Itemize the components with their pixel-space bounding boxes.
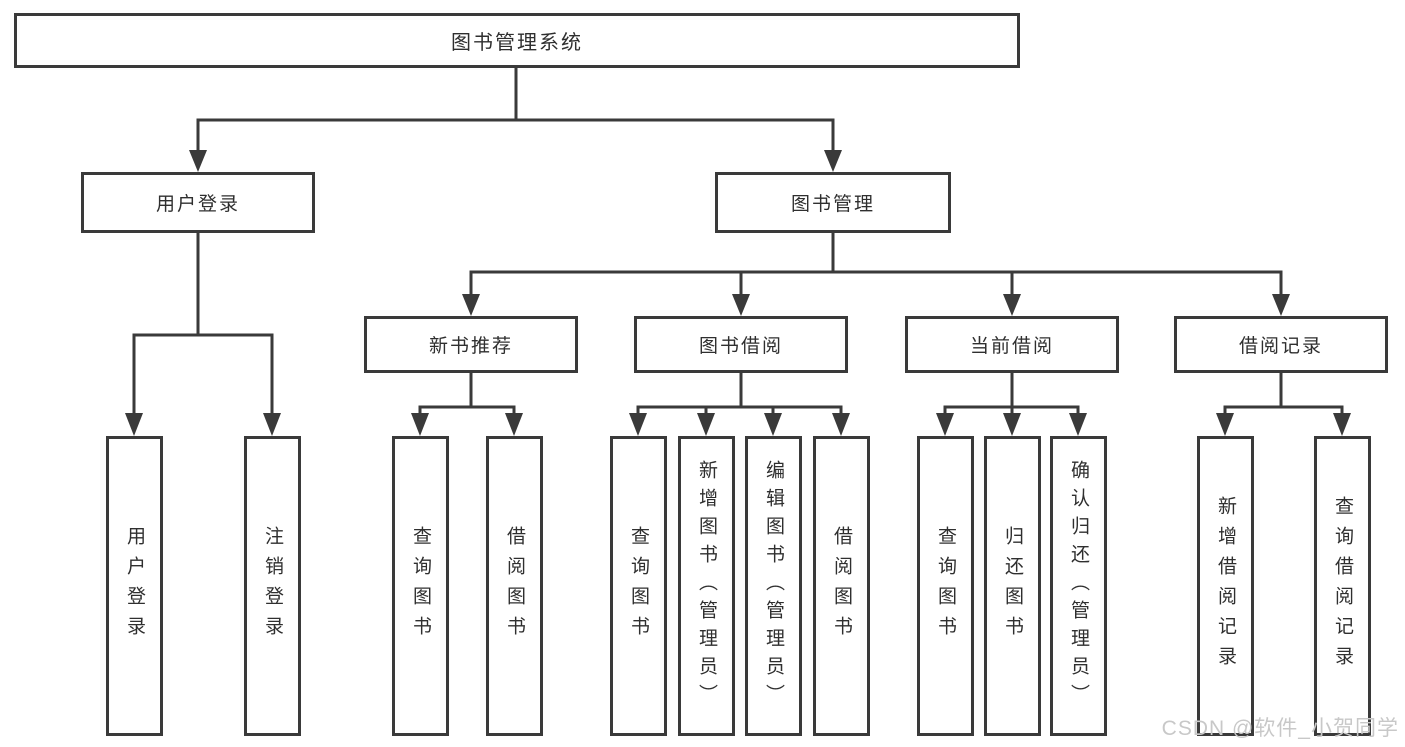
leaf-label: 查询图书 xyxy=(628,526,649,646)
arrowhead-icon xyxy=(764,413,782,436)
arrowhead-icon xyxy=(832,413,850,436)
leaf-user-login: 用户登录 xyxy=(106,436,163,736)
arrowhead-icon xyxy=(1069,413,1087,436)
node-book-management: 图书管理 xyxy=(715,172,951,233)
leaf-query-books-borrowing: 查询图书 xyxy=(610,436,667,736)
connector-new-book-recommendation-to-leaves xyxy=(411,373,523,436)
node-current-borrowing: 当前借阅 xyxy=(905,316,1119,373)
leaf-label: 借阅图书 xyxy=(831,526,852,646)
arrowhead-icon xyxy=(824,150,842,172)
arrowhead-icon xyxy=(629,413,647,436)
arrowhead-icon xyxy=(697,413,715,436)
node-label: 当前借阅 xyxy=(969,336,1054,357)
leaf-label: 借阅图书 xyxy=(504,526,525,646)
connector-user-login-to-leaves xyxy=(125,233,281,436)
node-label: 图书管理系统 xyxy=(451,32,583,54)
arrowhead-icon xyxy=(411,413,429,436)
leaf-edit-books-admin: 编辑图书（管理员） xyxy=(745,436,802,736)
leaf-logout: 注销登录 xyxy=(244,436,301,736)
arrowhead-icon xyxy=(936,413,954,436)
leaf-label: 确认归还（管理员） xyxy=(1068,460,1089,712)
arrowhead-icon xyxy=(1216,413,1234,436)
node-label: 用户登录 xyxy=(155,194,240,215)
connector-book-management-to-sections xyxy=(462,233,1290,316)
leaf-add-borrow-record: 新增借阅记录 xyxy=(1197,436,1254,736)
arrowhead-icon xyxy=(732,294,750,316)
node-label: 图书管理 xyxy=(790,194,875,215)
leaf-label: 查询借阅记录 xyxy=(1332,496,1353,676)
connector-book-borrowing-to-leaves xyxy=(629,373,850,436)
leaf-label: 归还图书 xyxy=(1002,526,1023,646)
node-new-book-recommendation: 新书推荐 xyxy=(364,316,578,373)
connector-current-borrowing-to-leaves xyxy=(936,373,1087,436)
leaf-borrow-books-recommendation: 借阅图书 xyxy=(486,436,543,736)
connector-line xyxy=(943,405,1080,415)
connector-line xyxy=(636,405,843,415)
connector-line xyxy=(418,405,516,415)
arrowhead-icon xyxy=(189,150,207,172)
leaf-return-books: 归还图书 xyxy=(984,436,1041,736)
node-book-borrowing: 图书借阅 xyxy=(634,316,848,373)
arrowhead-icon xyxy=(125,413,143,436)
arrowhead-icon xyxy=(505,413,523,436)
connector-line xyxy=(469,270,1283,295)
node-library-management-system: 图书管理系统 xyxy=(14,13,1020,68)
arrowhead-icon xyxy=(263,413,281,436)
connector-borrowing-records-to-leaves xyxy=(1216,373,1351,436)
arrowhead-icon xyxy=(1003,413,1021,436)
leaf-label: 查询图书 xyxy=(935,526,956,646)
leaf-query-books-current: 查询图书 xyxy=(917,436,974,736)
leaf-query-borrow-record: 查询借阅记录 xyxy=(1314,436,1371,736)
arrowhead-icon xyxy=(1272,294,1290,316)
connector-root-to-level2 xyxy=(189,68,842,172)
node-user-login: 用户登录 xyxy=(81,172,315,233)
leaf-label: 查询图书 xyxy=(410,526,431,646)
leaf-query-books-recommendation: 查询图书 xyxy=(392,436,449,736)
arrowhead-icon xyxy=(1333,413,1351,436)
leaf-add-books-admin: 新增图书（管理员） xyxy=(678,436,735,736)
arrowhead-icon xyxy=(462,294,480,316)
leaf-label: 注销登录 xyxy=(262,526,283,646)
connector-line xyxy=(132,333,274,415)
leaf-label: 新增借阅记录 xyxy=(1215,496,1236,676)
leaf-label: 编辑图书（管理员） xyxy=(763,460,784,712)
node-label: 借阅记录 xyxy=(1238,336,1323,357)
leaf-confirm-return-admin: 确认归还（管理员） xyxy=(1050,436,1107,736)
connector-line xyxy=(1223,405,1344,415)
watermark: CSDN @软件_小贺同学 xyxy=(1161,717,1399,740)
leaf-label: 用户登录 xyxy=(124,526,145,646)
node-borrowing-records: 借阅记录 xyxy=(1174,316,1388,373)
node-label: 图书借阅 xyxy=(698,336,783,357)
connector-line xyxy=(196,118,835,151)
leaf-label: 新增图书（管理员） xyxy=(696,460,717,712)
arrowhead-icon xyxy=(1003,294,1021,316)
leaf-borrow-books: 借阅图书 xyxy=(813,436,870,736)
node-label: 新书推荐 xyxy=(428,336,513,357)
